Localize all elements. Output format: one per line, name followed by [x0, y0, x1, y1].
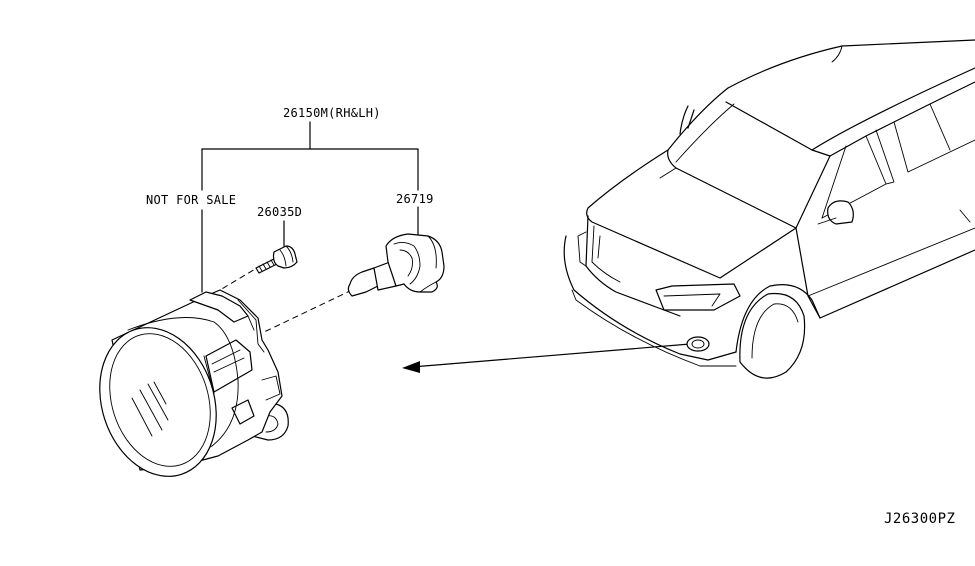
- label-screw-part-number[interactable]: 26035D: [257, 205, 302, 219]
- callout-leaders: [201, 121, 419, 293]
- location-arrow: [402, 343, 691, 373]
- screw-part[interactable]: [255, 245, 298, 274]
- label-not-for-sale: NOT FOR SALE: [146, 193, 236, 207]
- diagram-code: J26300PZ: [884, 511, 955, 527]
- label-bulb-part-number[interactable]: 26719: [396, 192, 434, 206]
- fog-lamp-assembly[interactable]: [81, 289, 289, 492]
- bulb-part[interactable]: [347, 233, 445, 297]
- label-assembly-part-number[interactable]: 26150M(RH&LH): [283, 106, 381, 120]
- vehicle-illustration: [563, 39, 975, 379]
- assembly-dashed-lines: [219, 264, 353, 334]
